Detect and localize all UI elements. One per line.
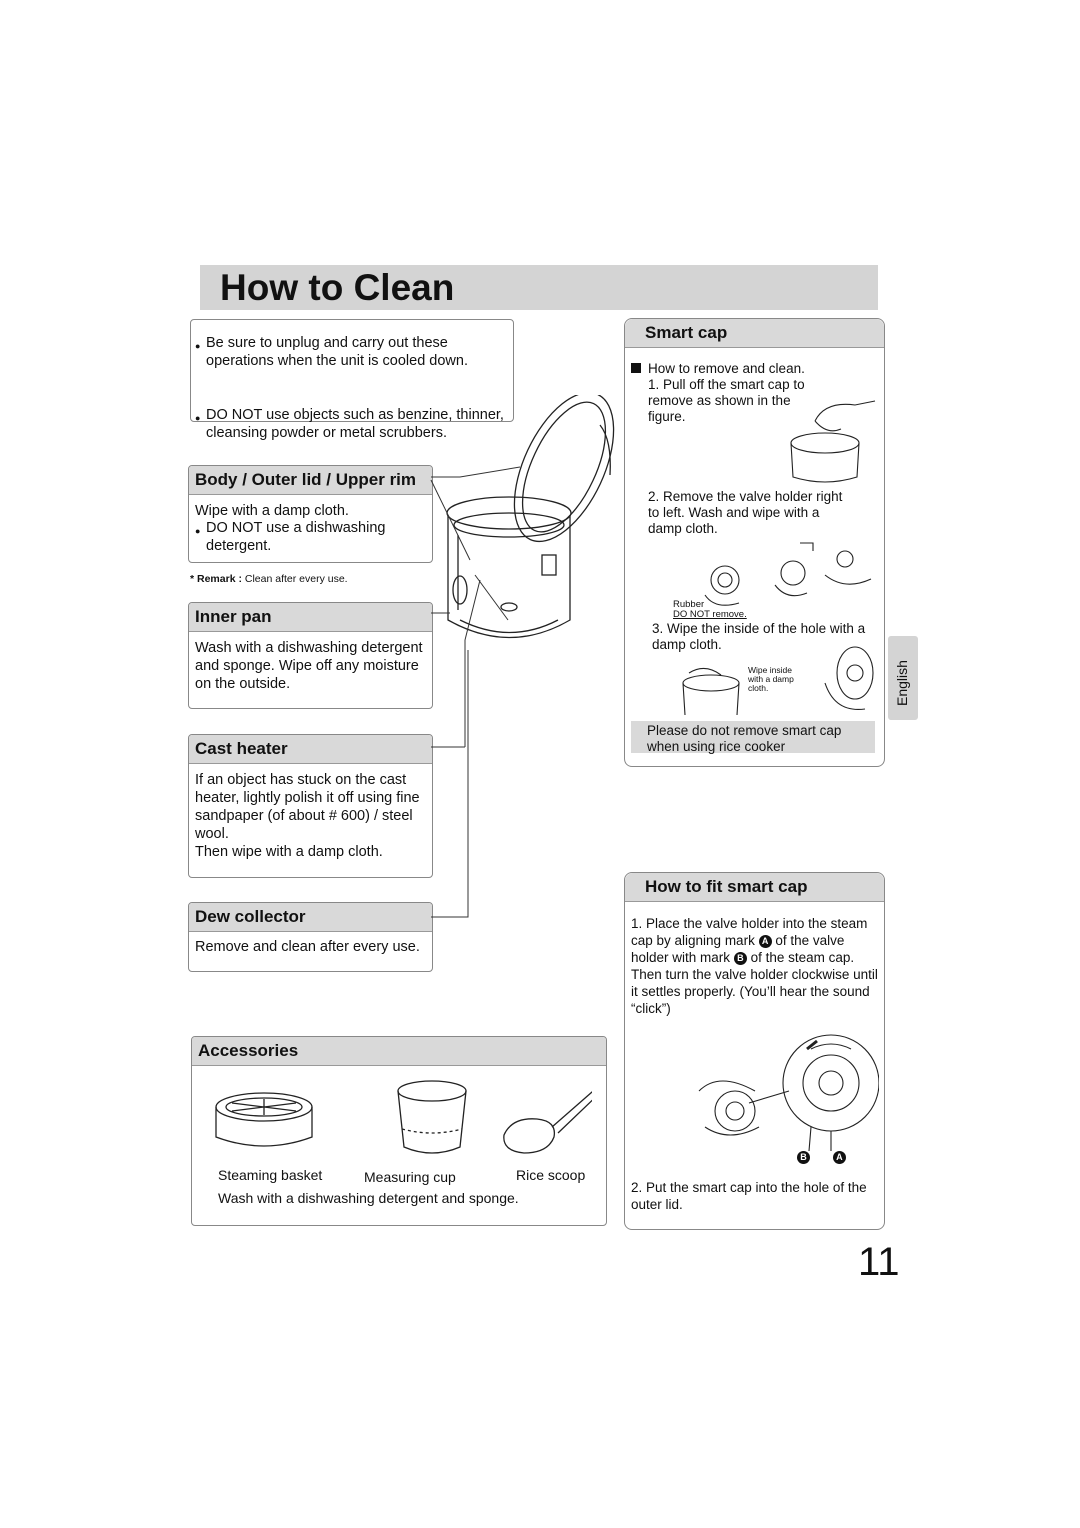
square-bullet-icon	[631, 363, 641, 373]
smart-cap-intro: How to remove and clean.	[648, 361, 805, 376]
dew-collector-text: Remove and clean after every use.	[195, 939, 420, 955]
body-bullet: DO NOT use a dishwashing detergent.	[195, 519, 416, 555]
mark-b-figure-icon: B	[797, 1151, 810, 1165]
wipe-hole-figure	[682, 646, 874, 716]
rubber-label: Rubber DO NOT remove.	[673, 600, 747, 620]
smart-cap-step3: 3. Wipe the inside of the hole with a da…	[652, 621, 866, 652]
accessory-rice-scoop: Rice scoop	[516, 1167, 586, 1183]
fit-figure-marks: B A	[797, 1149, 846, 1167]
fit-step1c: of the steam cap. Then turn the valve ho…	[631, 950, 878, 1016]
inner-pan-heading: Inner pan	[189, 603, 432, 632]
cast-heater-text1: If an object has stuck on the cast heate…	[195, 772, 420, 842]
fit-step1a: 1. Place the valve holder into the steam…	[631, 916, 868, 948]
remark-text: Clean after every use.	[244, 573, 348, 585]
fit-valve-figure	[698, 1034, 879, 1152]
fit-step1b: of the valve holder with mark	[631, 933, 845, 965]
language-tab: English	[888, 636, 918, 720]
fit-smart-cap-box: How to fit smart cap 1. Place the valve …	[624, 872, 885, 1230]
cast-heater-box: Cast heater If an object has stuck on th…	[188, 734, 433, 878]
fit-step2: 2. Put the smart cap into the hole of th…	[631, 1180, 867, 1212]
rubber-note: DO NOT remove.	[673, 609, 747, 620]
smart-cap-notice-text: Please do not remove smart cap when usin…	[647, 723, 842, 754]
inner-pan-box: Inner pan Wash with a dishwashing deterg…	[188, 602, 433, 709]
mark-a-figure-icon: A	[832, 1151, 846, 1165]
remark: * Remark : Clean after every use.	[190, 573, 348, 585]
cast-heater-heading: Cast heater	[189, 735, 432, 764]
fit-smart-cap-heading: How to fit smart cap	[625, 873, 884, 902]
rice-cooker-illustration	[430, 395, 615, 918]
wash-valve-figure	[704, 542, 872, 606]
smart-cap-box: Smart cap How to remove and clean. 1. Pu…	[624, 318, 885, 767]
accessories-box: Accessories Steaming basket Measuring cu…	[191, 1036, 607, 1226]
rubber-text: Rubber	[673, 599, 705, 610]
title-bar: How to Clean	[200, 265, 878, 310]
remark-label: * Remark :	[190, 573, 242, 585]
accessory-steaming-basket: Steaming basket	[218, 1167, 323, 1183]
smart-cap-notice: Please do not remove smart cap when usin…	[631, 721, 875, 754]
dew-collector-box: Dew collector Remove and clean after eve…	[188, 902, 433, 972]
wipe-inside-note: Wipe inside with a damp cloth.	[748, 665, 794, 693]
body-box: Body / Outer lid / Upper rim Wipe with a…	[188, 465, 433, 563]
mark-a-icon: A	[758, 934, 772, 948]
mark-b-icon: B	[733, 951, 747, 965]
accessories-illustrations	[215, 1080, 592, 1154]
smart-cap-step1: 1. Pull off the smart cap to remove as s…	[648, 377, 805, 424]
body-heading: Body / Outer lid / Upper rim	[189, 466, 432, 495]
inner-pan-text: Wash with a dishwashing detergent and sp…	[195, 640, 423, 692]
smart-cap-step2: 2. Remove the valve holder right to left…	[648, 489, 843, 536]
intro-box: Be sure to unplug and carry out these op…	[190, 319, 514, 441]
page-title: How to Clean	[220, 267, 455, 308]
pull-cap-figure	[790, 400, 876, 483]
body-line1: Wipe with a damp cloth.	[195, 503, 349, 519]
cast-heater-text2: Then wipe with a damp cloth.	[195, 844, 383, 860]
intro-bullet-1: Be sure to unplug and carry out these op…	[195, 334, 506, 370]
accessory-measuring-cup: Measuring cup	[364, 1169, 456, 1185]
accessories-note: Wash with a dishwashing detergent and sp…	[218, 1190, 519, 1206]
page-number: 11	[858, 1240, 900, 1284]
fit-step1: 1. Place the valve holder into the steam…	[631, 915, 881, 1017]
accessories-heading: Accessories	[192, 1037, 606, 1066]
intro-bullet-2: DO NOT use objects such as benzine, thin…	[195, 406, 506, 442]
smart-cap-heading: Smart cap	[625, 319, 884, 348]
dew-collector-heading: Dew collector	[189, 903, 432, 932]
language-tab-label: English	[894, 660, 910, 706]
